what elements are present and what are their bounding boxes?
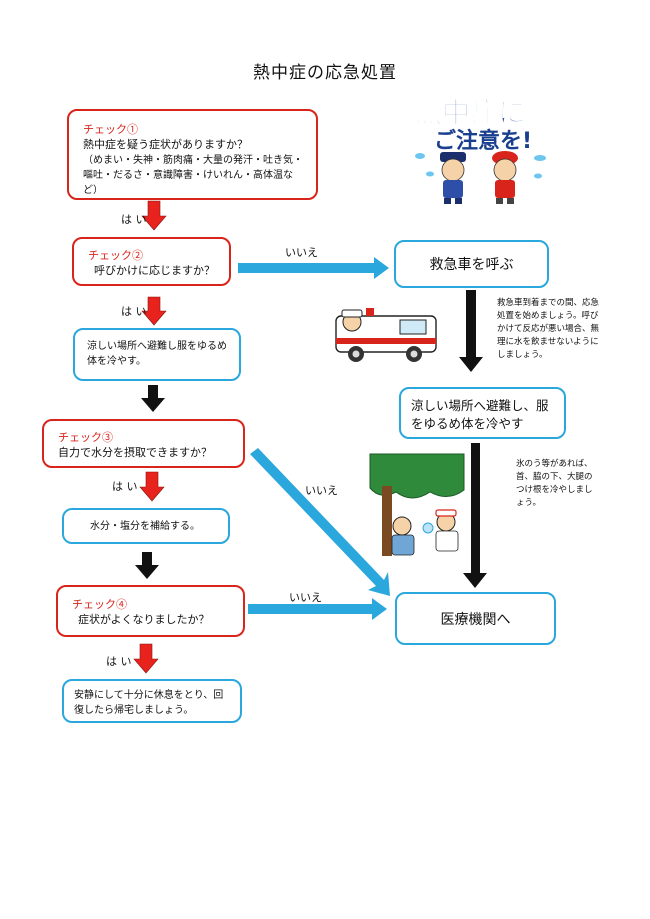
yes-label-3: は い — [112, 480, 138, 493]
flow-arrow-ambulance — [459, 290, 483, 372]
check4-question: 症状がよくなりましたか？ — [78, 613, 210, 626]
check2-box: チェック② 呼びかけに応じますか？ — [72, 237, 231, 286]
no-label-2: いいえ — [305, 484, 338, 497]
hospital-box: 医療機関へ — [395, 592, 556, 645]
yes-label-4: は い — [106, 655, 132, 668]
note-ambulance: 救急車到着までの間、応急処置を始めましょう。呼びかけて反応が悪い場合、無理に水を… — [497, 298, 600, 360]
badge-line2: ご注意を! — [434, 128, 532, 154]
no-label-1: いいえ — [285, 246, 318, 259]
check4-label: チェック④ — [72, 598, 127, 611]
ambulance-illustration — [335, 308, 437, 362]
heatstroke-caution-illustration: 熱中症に ご注意を! — [414, 96, 546, 204]
cool-right-box: 涼しい場所へ避難し、服をゆるめ体を冷やす — [399, 387, 566, 439]
yes-arrow-1 — [141, 200, 167, 231]
action-water-text: 水分・塩分を補給する。 — [90, 521, 200, 532]
shade-tree-illustration — [369, 453, 465, 556]
yes-arrow-3 — [139, 471, 165, 502]
action-rest-box: 安静にして十分に休息をとり、回復したら帰宅しましょう。 — [62, 679, 242, 723]
hospital-text: 医療機関へ — [440, 611, 511, 628]
cool-right-text: 涼しい場所へ避難し、服をゆるめ体を冷やす — [411, 398, 549, 431]
check3-box: チェック③ 自力で水分を摂取できますか？ — [42, 419, 245, 468]
action-water-box: 水分・塩分を補給する。 — [62, 508, 230, 544]
yes-arrow-2 — [141, 296, 167, 326]
ambulance-box: 救急車を呼ぶ — [394, 240, 549, 288]
action-cool-text: 涼しい場所へ避難し服をゆるめ体を冷やす。 — [87, 341, 227, 367]
check3-label: チェック③ — [58, 431, 113, 444]
action-rest-text: 安静にして十分に休息をとり、回復したら帰宅しましょう。 — [74, 690, 224, 716]
no-arrow-1 — [238, 257, 389, 279]
check4-box: チェック④ 症状がよくなりましたか？ — [56, 585, 245, 637]
flow-arrow-hospital — [463, 443, 487, 588]
check1-detail: （めまい・失神・筋肉痛・大量の発汗・吐き気・嘔吐・だるさ・意識障害・けいれん・高… — [83, 155, 303, 196]
check2-label: チェック② — [88, 249, 143, 262]
yes-label-1: は い — [121, 213, 147, 226]
action-cool-box: 涼しい場所へ避難し服をゆるめ体を冷やす。 — [73, 328, 241, 381]
flow-arrow-1 — [141, 385, 165, 412]
no-arrow-3 — [248, 598, 387, 620]
yes-label-2: は い — [121, 305, 147, 318]
check1-label: チェック① — [83, 123, 138, 136]
no-arrow-2 — [250, 448, 390, 596]
badge-line1: 熱中症に — [414, 96, 526, 129]
firefighter-character-icon — [492, 151, 518, 204]
ambulance-text: 救急車を呼ぶ — [429, 257, 514, 273]
check1-question: 熱中症を疑う症状がありますか？ — [83, 138, 248, 151]
yes-arrow-4 — [133, 643, 159, 674]
check3-question: 自力で水分を摂取できますか？ — [58, 446, 212, 459]
police-character-icon — [440, 152, 466, 204]
page-title: 熱中症の応急処置 — [253, 63, 397, 83]
note-ice: 氷のう等があれば、首、脇の下、大腿のつけ根を冷やしましょう。 — [516, 459, 593, 508]
check2-question: 呼びかけに応じますか？ — [94, 264, 215, 277]
flow-arrow-2 — [135, 552, 159, 579]
no-label-3: いいえ — [289, 591, 322, 604]
check1-box: チェック① 熱中症を疑う症状がありますか？ （めまい・失神・筋肉痛・大量の発汗・… — [67, 109, 318, 200]
